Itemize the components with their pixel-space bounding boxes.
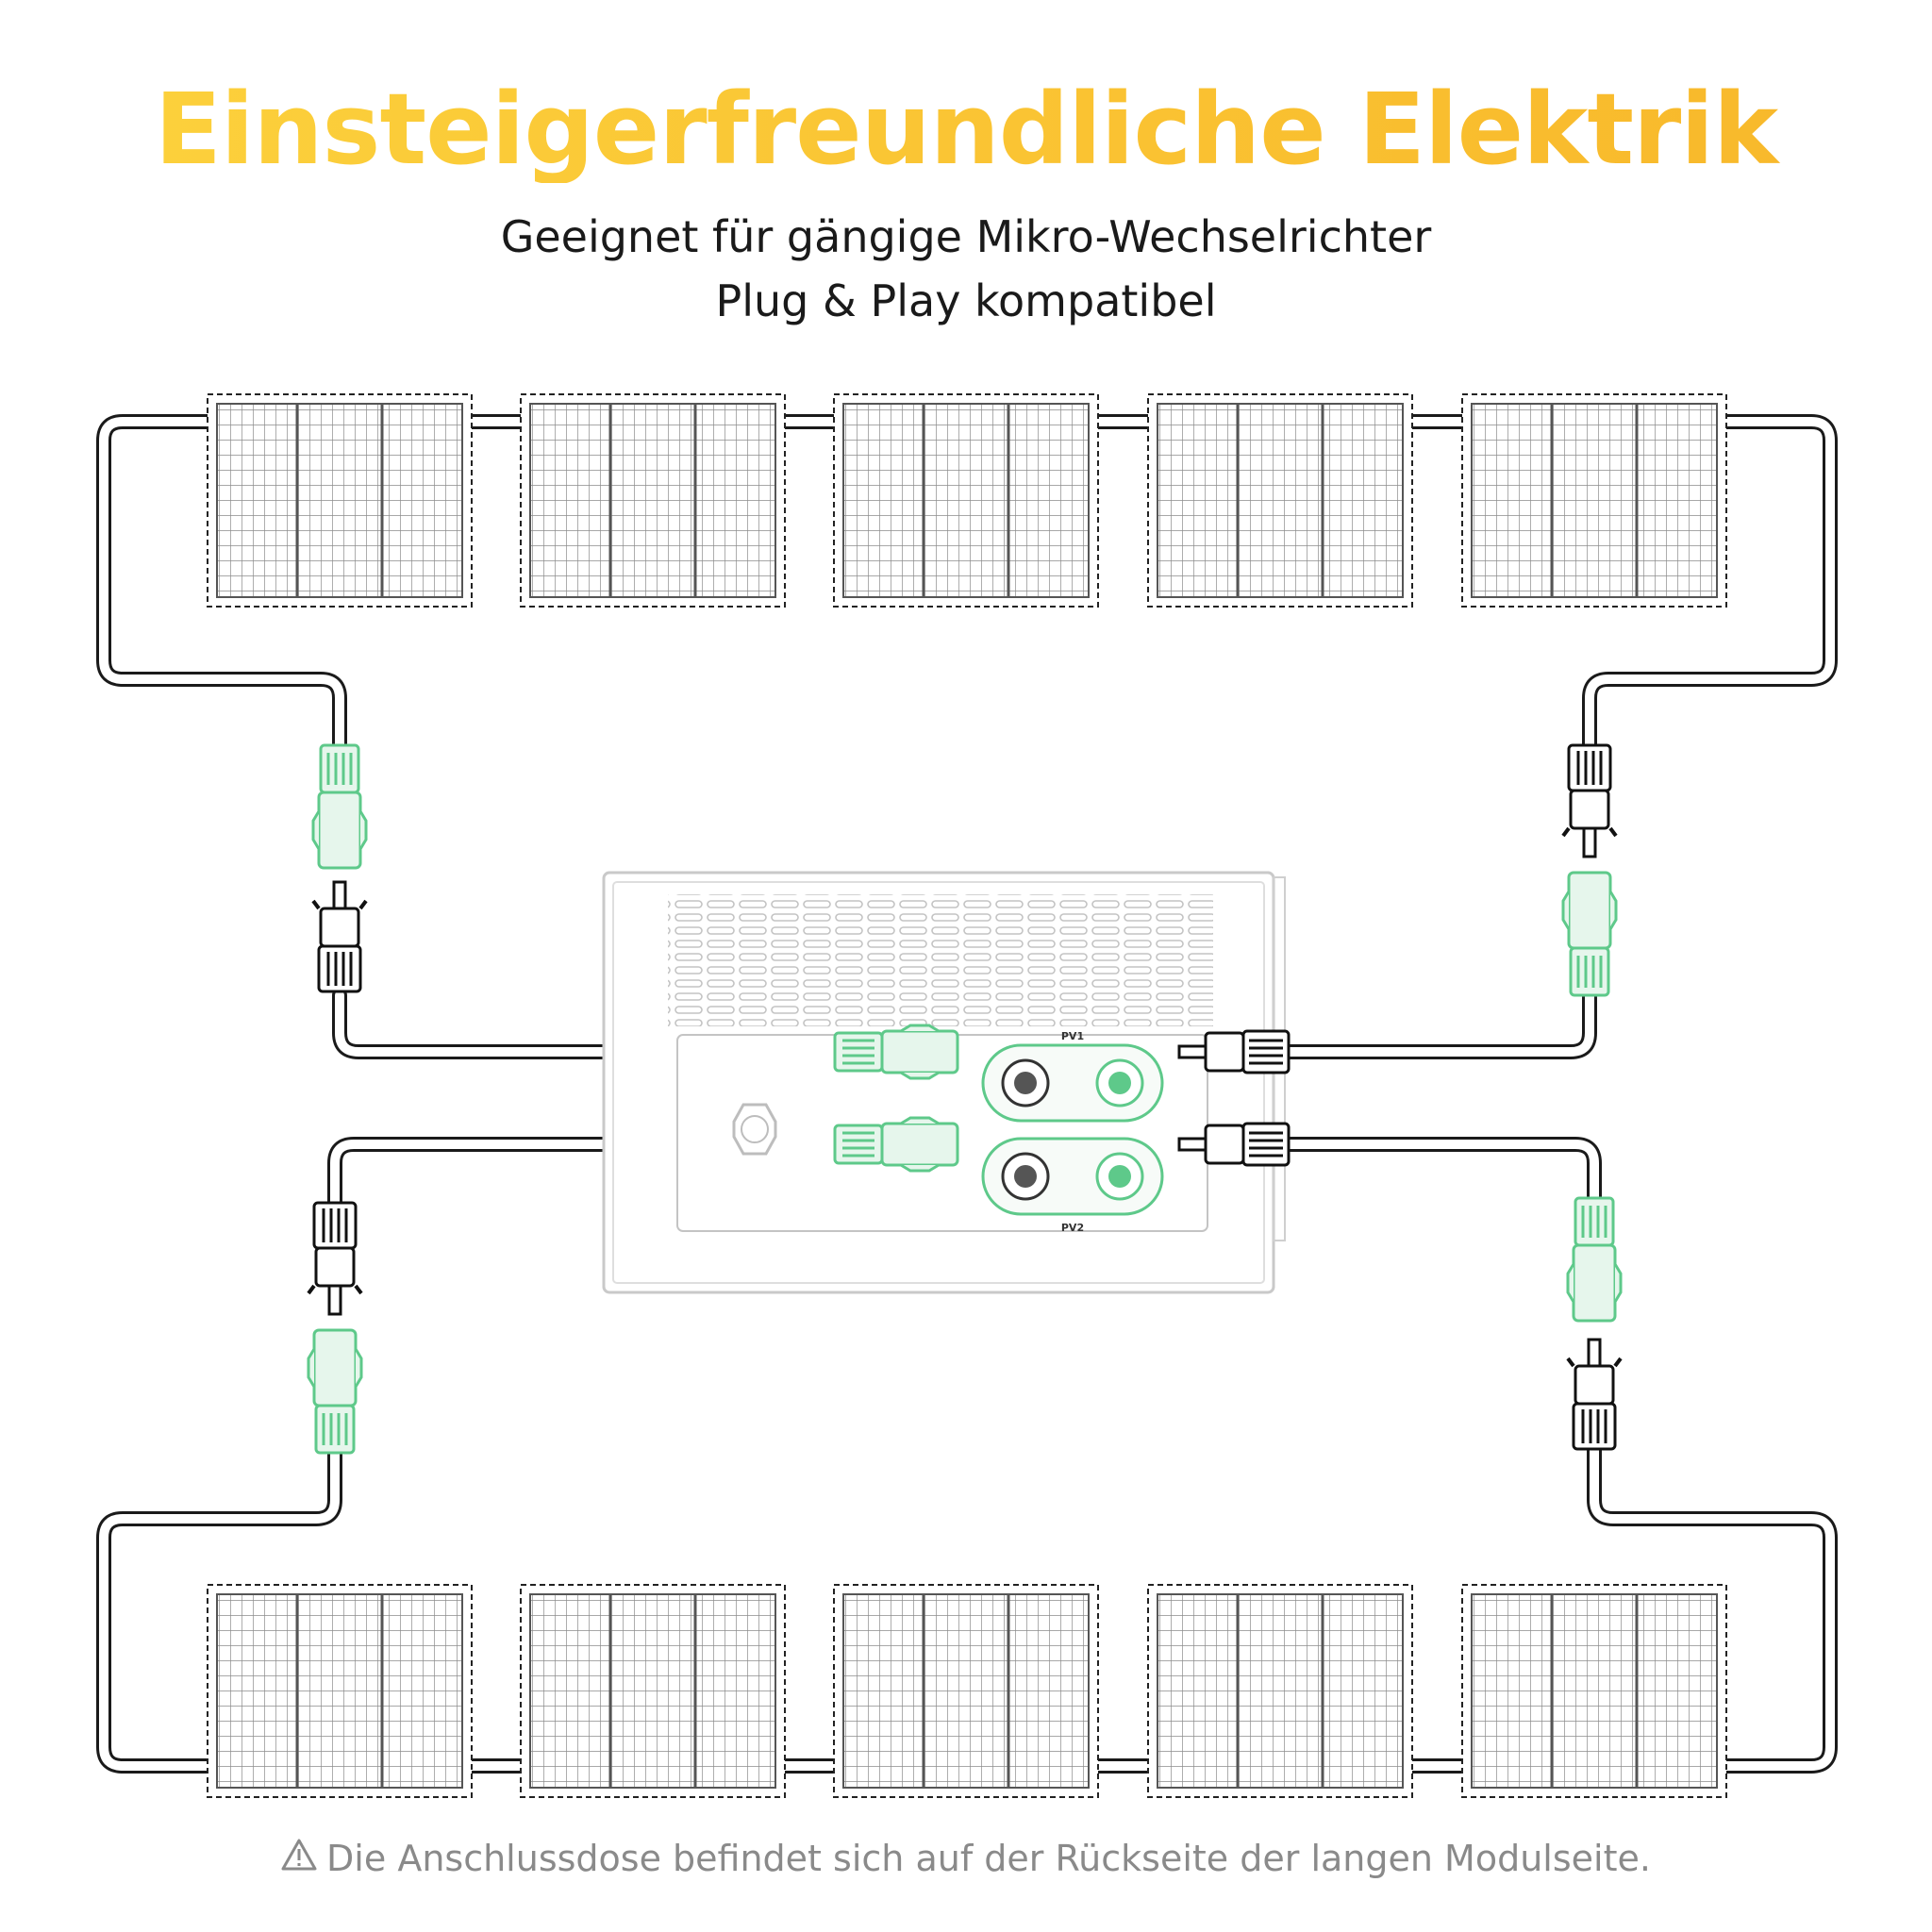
footnote-text: Die Anschlussdose befindet sich auf der … — [326, 1838, 1651, 1879]
solar-panel — [207, 1584, 473, 1798]
mc4-connector-green — [311, 743, 368, 870]
solar-panel — [833, 393, 1099, 608]
solar-panel — [1461, 393, 1727, 608]
mc4-connector-green — [833, 1024, 959, 1080]
cable-gland — [732, 1103, 777, 1156]
mc4-connector-black — [1566, 1338, 1623, 1451]
cable-group — [96, 414, 1838, 1774]
solar-panel — [1147, 1584, 1413, 1798]
mc4-connectors — [307, 743, 1623, 1455]
bottom-solar-panels — [207, 1584, 1727, 1798]
top-solar-panels — [207, 393, 1727, 608]
pv1-port: PV1 — [981, 1030, 1164, 1123]
cable-runs — [96, 414, 1838, 1774]
warning-icon — [281, 1838, 317, 1879]
footnote: Die Anschlussdose befindet sich auf der … — [0, 1838, 1932, 1879]
mc4-connector-green — [307, 1328, 363, 1455]
pv2-port: PV2 — [981, 1137, 1164, 1234]
mc4-connector-black — [1177, 1029, 1291, 1074]
power-station: PV1 PV2 — [602, 871, 1286, 1294]
mc4-connector-green — [1566, 1196, 1623, 1323]
mc4-connector-black — [1561, 743, 1618, 858]
solar-panel — [520, 393, 786, 608]
solar-panel — [1147, 393, 1413, 608]
subtitle-plug-play: Plug & Play kompatibel — [715, 275, 1217, 326]
solar-panel — [207, 393, 473, 608]
solar-panel — [833, 1584, 1099, 1798]
mc4-connector-black — [1177, 1122, 1291, 1167]
vent-grille — [668, 894, 1213, 1026]
solar-panel — [1461, 1584, 1727, 1798]
page-title: Einsteigerfreundliche Elektrik — [0, 75, 1932, 184]
solar-panel — [520, 1584, 786, 1798]
pv1-label: PV1 — [1061, 1030, 1084, 1042]
mc4-connector-black — [307, 1201, 363, 1316]
pv2-label: PV2 — [1061, 1222, 1084, 1234]
mc4-connector-green — [1561, 871, 1618, 997]
subtitle-inverter: Geeignet für gängige Mikro-Wechselrichte… — [500, 211, 1432, 262]
mc4-connector-green — [833, 1116, 959, 1173]
mc4-connector-black — [311, 880, 368, 993]
